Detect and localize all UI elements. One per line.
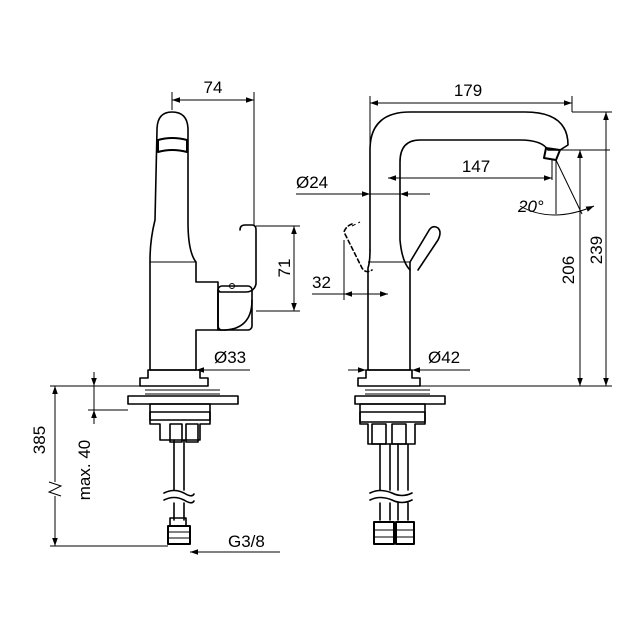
dim-max40: max. 40 [75,440,94,500]
dim-206: 206 [559,256,578,284]
dim-32: 32 [312,273,331,292]
front-spout [369,111,569,271]
aerator [157,137,188,153]
dim-179: 179 [454,81,482,100]
side-spout-body [149,111,219,371]
dim-o33: Ø33 [214,348,246,367]
dim-147: 147 [462,157,490,176]
dim-71: 71 [275,259,294,278]
dim-20deg: 20° [517,197,544,216]
front-aerator [543,147,561,161]
side-base [139,369,209,387]
dim-239: 239 [587,236,606,264]
front-lever-alt [343,223,373,273]
dim-o42: Ø42 [428,348,460,367]
dim-o24: Ø24 [296,173,328,192]
side-dimensions: 74 71 Ø33 385 max. 40 G3/8 [30,78,300,555]
front-lever [409,225,441,271]
dim-g38: G3/8 [228,532,265,551]
front-view [343,111,569,545]
front-dimensions: 179 147 Ø24 20° 32 Ø42 206 239 [296,81,612,387]
side-lever [217,224,257,331]
dim-385: 385 [30,426,49,454]
dim-74: 74 [204,78,223,97]
side-view [127,111,257,545]
